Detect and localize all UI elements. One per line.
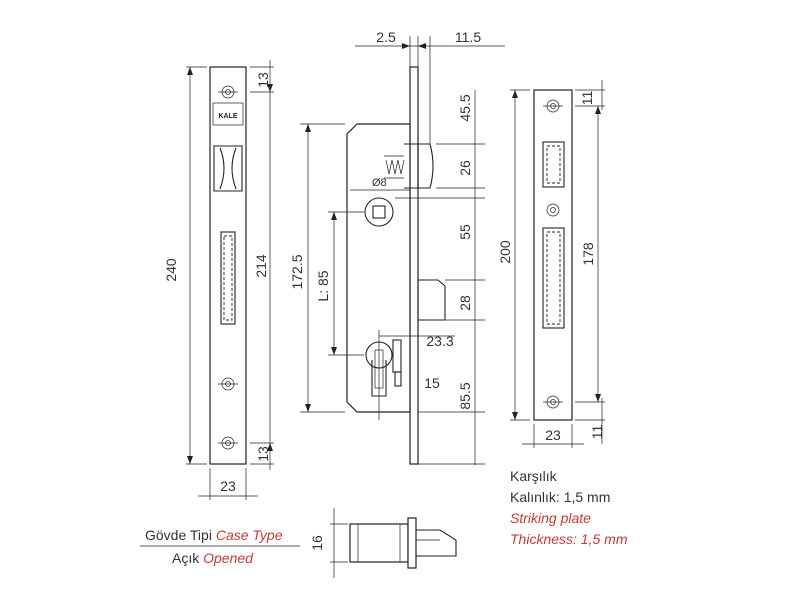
legend-opened: Açık Opened: [172, 550, 253, 566]
note-strike-en: Striking plate: [510, 510, 591, 526]
dim-body-height: 172.5: [289, 254, 305, 289]
dim-strike-height: 200: [497, 240, 513, 264]
dim-cylinder-offset: 15: [424, 375, 440, 391]
dim-45-5: 45.5: [457, 94, 473, 121]
dim-spindle: Ø8: [372, 177, 387, 189]
legend-case-type-en: Case Type: [215, 527, 283, 543]
faceplate: KALE: [209, 66, 247, 465]
faceplate-dimensions: [186, 60, 274, 500]
dim-faceplate-width: 23: [220, 478, 236, 494]
strike-plate-dimensions: [510, 80, 605, 448]
note-thickness-tr: Kalınlık: 1,5 mm: [510, 489, 611, 505]
dim-faceplate-height: 240: [163, 258, 179, 282]
dim-latch: 26: [457, 160, 473, 176]
note-thickness-en: Thickness: 1,5 mm: [510, 531, 628, 547]
dim-backset: 11.5: [455, 29, 481, 45]
dim-cylinder-depth: 23.3: [426, 333, 453, 349]
legend-opened-en: Opened: [203, 550, 253, 566]
dim-body-thickness: 2.5: [376, 29, 396, 45]
dim-strike-width: 23: [545, 427, 561, 443]
strike-plate: [533, 89, 573, 421]
dim-28: 28: [457, 295, 473, 311]
dim-strike-top: 11: [579, 91, 595, 106]
dim-strike-spacing: 178: [580, 242, 596, 266]
dim-85-5: 85.5: [457, 382, 473, 409]
lock-body: [346, 66, 446, 465]
case-side-view: [330, 508, 457, 578]
dim-case-depth: 16: [309, 535, 325, 551]
dim-center-distance: L: 85: [315, 270, 331, 301]
brand-label: KALE: [218, 113, 237, 120]
dim-55: 55: [457, 224, 473, 240]
dim-faceplate-spacing: 214: [253, 254, 269, 278]
lock-body-dimensions: [300, 36, 505, 465]
dim-faceplate-top: 13: [255, 72, 271, 88]
dim-strike-bottom: 11: [589, 425, 605, 440]
legend-case-type-tr: Gövde Tipi: [145, 527, 212, 543]
legend-opened-tr: Açık: [172, 550, 200, 566]
dim-faceplate-bottom: 13: [255, 446, 271, 462]
legend-case-type: Gövde Tipi Case Type: [145, 527, 283, 543]
note-strike-tr: Karşılık: [510, 468, 557, 484]
